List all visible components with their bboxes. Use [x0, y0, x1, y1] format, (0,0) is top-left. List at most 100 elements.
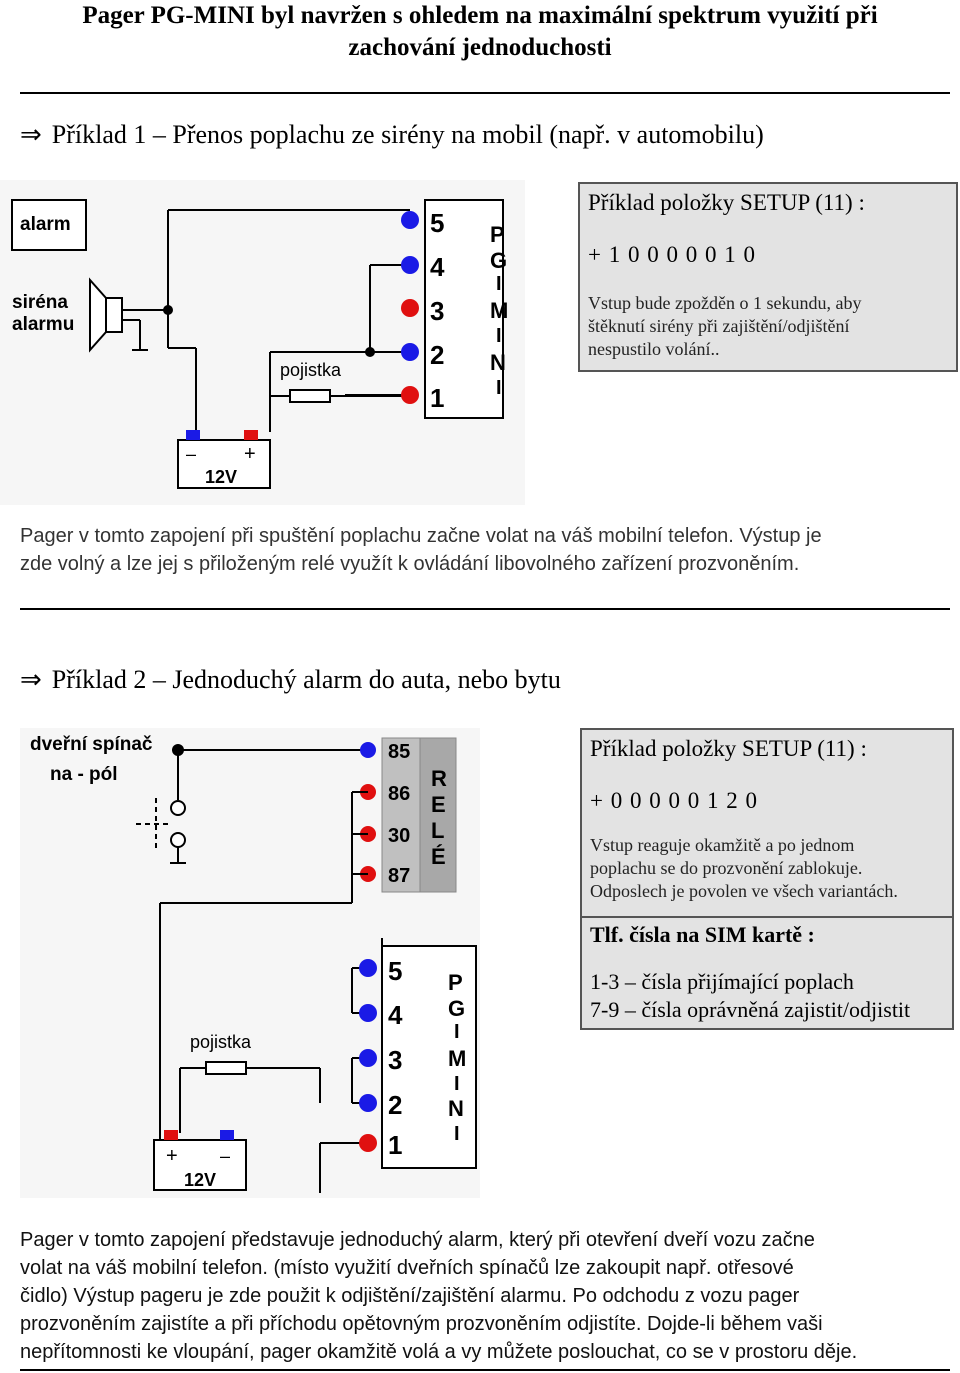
sim-box-line-2: 7-9 – čísla oprávněná zajistit/odjistit — [590, 997, 911, 1022]
setup-box-2: Příklad položky SETUP (11) : + 0 0 0 0 0… — [580, 728, 954, 918]
divider-middle — [20, 608, 950, 610]
alarm-box — [11, 199, 87, 251]
example-1-paragraph: Pager v tomto zapojení při spuštění popl… — [20, 522, 950, 578]
siren-speaker-icon — [89, 277, 168, 353]
example-1-para-line-2: zde volný a lze jej s přiloženým relé vy… — [20, 553, 800, 575]
device-letter-7: I — [454, 1123, 460, 1145]
pin-3-dot — [359, 1049, 377, 1067]
setup-box-1-title: Příklad položky SETUP (11) : — [588, 190, 865, 215]
relay-pin-30: 30 — [388, 825, 410, 847]
pin-4-label: 4 — [430, 252, 445, 282]
relay-letter-1: R — [431, 766, 447, 791]
relay-letter-2: E — [431, 792, 446, 817]
device-letter-6: N — [448, 1096, 464, 1121]
pin-2-label: 2 — [430, 340, 444, 370]
example-2-para-line-5: nepřítomnosti ke vloupání, pager okamžit… — [20, 1341, 858, 1363]
relay-letter-4: É — [431, 844, 446, 869]
door-switch-icon — [136, 744, 186, 864]
sim-box: Tlf. čísla na SIM kartě : 1-3 – čísla př… — [580, 916, 954, 1030]
alarm-label: alarm — [20, 214, 71, 235]
device-letter-3: I — [454, 1021, 460, 1043]
divider-bottom — [20, 1369, 950, 1371]
example-2-paragraph: Pager v tomto zapojení představuje jedno… — [20, 1226, 955, 1366]
siren-label-1: siréna — [12, 292, 68, 313]
pin-2-dot — [359, 1094, 377, 1112]
pin-4-dot — [359, 1004, 377, 1022]
pin-2-label: 2 — [388, 1090, 402, 1120]
fuse-label: pojistka — [280, 360, 342, 380]
pin-1-dot — [359, 1134, 377, 1152]
battery-label: 12V — [205, 467, 237, 487]
setup-box-1-desc-1: Vstup bude zpožděn o 1 sekundu, aby — [588, 293, 862, 313]
device-letter-5: I — [454, 1073, 460, 1095]
example-2-para-line-2: volat na váš mobilní telefon. (místo vyu… — [20, 1257, 794, 1279]
wiring-diagram-1: alarm siréna alarmu pojistka – + 12V 5 4… — [0, 180, 525, 505]
battery — [177, 439, 271, 489]
relay-pin-86: 86 — [388, 783, 410, 805]
sim-box-title: Tlf. čísla na SIM kartě : — [590, 922, 815, 947]
pager-device — [424, 199, 504, 419]
battery — [153, 1139, 247, 1191]
example-2-heading: ⇒ Příklad 2 – Jednoduchý alarm do auta, … — [20, 665, 561, 695]
device-letter-3: I — [496, 273, 502, 295]
example-1-heading-text: Příklad 1 – Přenos poplachu ze sirény na… — [51, 120, 764, 149]
pin-2-dot — [401, 343, 419, 361]
battery-label: 12V — [184, 1170, 216, 1190]
siren-label-2: alarmu — [12, 314, 74, 335]
pin-1-dot — [401, 386, 419, 404]
setup-box-2-code: + 0 0 0 0 0 1 2 0 — [590, 788, 758, 813]
device-letter-5: I — [496, 325, 502, 347]
setup-box-1-desc-2: štěknutí sirény při zajištění/odjištění — [588, 316, 850, 336]
setup-box-2-title: Příklad položky SETUP (11) : — [590, 736, 867, 761]
setup-box-1: Příklad položky SETUP (11) : + 1 0 0 0 0… — [578, 182, 958, 372]
device-letter-7: I — [496, 377, 502, 399]
wiring-diagram-2: dveřní spínač na - pól 85 86 30 87 R E L… — [20, 728, 480, 1198]
pin-1-label: 1 — [430, 383, 444, 413]
arrow-right-icon: ⇒ — [20, 665, 42, 694]
example-1-heading: ⇒ Příklad 1 – Přenos poplachu ze sirény … — [20, 120, 764, 150]
device-letter-2: G — [490, 248, 507, 273]
pin-5-dot — [401, 211, 419, 229]
pin-5-label: 5 — [388, 956, 402, 986]
example-2-heading-text: Příklad 2 – Jednoduchý alarm do auta, ne… — [51, 665, 561, 694]
title-line-1: Pager PG-MINI byl navržen s ohledem na m… — [82, 2, 878, 29]
device-letter-2: G — [448, 996, 465, 1021]
setup-box-2-desc-1: Vstup reaguje okamžitě a po jednom — [590, 835, 855, 855]
pin-3-label: 3 — [388, 1045, 402, 1075]
device-letter-1: P — [448, 970, 463, 995]
sim-box-line-1: 1-3 – čísla přijímající poplach — [590, 969, 854, 994]
pin-5-dot — [359, 959, 377, 977]
fuse-label: pojistka — [190, 1032, 252, 1052]
pin-4-dot — [401, 256, 419, 274]
example-2-para-line-3: čidlo) Výstup pageru je zde použit k odj… — [20, 1285, 800, 1307]
relay-pin-87: 87 — [388, 865, 410, 887]
battery-plus: + — [244, 443, 256, 465]
relay-letter-3: L — [431, 818, 444, 843]
door-switch-label-2: na - pól — [50, 764, 118, 785]
device-letter-4: M — [490, 298, 508, 323]
pin-4-label: 4 — [388, 1000, 403, 1030]
example-2-para-line-1: Pager v tomto zapojení představuje jedno… — [20, 1229, 815, 1251]
battery-minus: – — [186, 444, 196, 464]
door-switch-label-1: dveřní spínač — [30, 734, 153, 755]
page-title: Pager PG-MINI byl navržen s ohledem na m… — [0, 0, 960, 64]
device-letter-6: N — [490, 350, 506, 375]
battery-plus: + — [166, 1145, 178, 1167]
example-2-para-line-4: prozvoněním zajistíte a při příchodu opě… — [20, 1313, 823, 1335]
setup-box-1-desc-3: nespustilo volání.. — [588, 339, 720, 359]
battery-minus: – — [220, 1146, 230, 1166]
pin-3-label: 3 — [430, 296, 444, 326]
setup-box-2-desc-3: Odposlech je povolen ve všech variantách… — [590, 881, 898, 901]
setup-box-2-desc-2: poplachu se do prozvonění zablokuje. — [590, 858, 863, 878]
pin-3-dot — [401, 299, 419, 317]
pager-device — [381, 945, 477, 1169]
setup-box-1-code: + 1 0 0 0 0 0 1 0 — [588, 242, 756, 267]
device-letter-1: P — [490, 222, 505, 247]
arrow-right-icon: ⇒ — [20, 120, 42, 149]
device-letter-4: M — [448, 1046, 466, 1071]
pin-5-label: 5 — [430, 208, 444, 238]
title-line-2: zachování jednoduchosti — [348, 34, 612, 61]
fuse — [205, 1061, 247, 1075]
example-1-para-line-1: Pager v tomto zapojení při spuštění popl… — [20, 525, 822, 547]
fuse — [289, 389, 331, 403]
